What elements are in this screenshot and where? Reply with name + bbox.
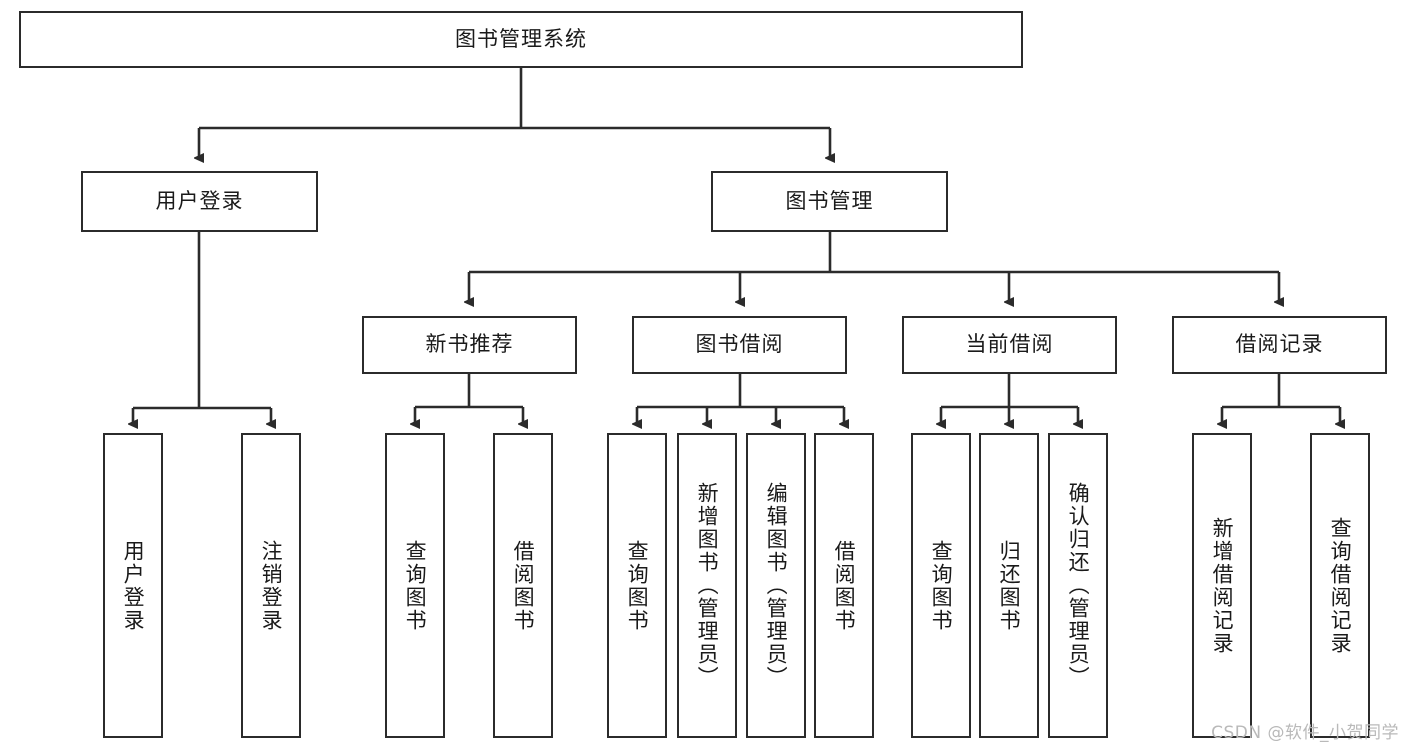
node-label: 新增图书（管理员） bbox=[695, 482, 720, 689]
node-label: 图书管理系统 bbox=[455, 26, 587, 51]
node-root-book-management-system[interactable]: 图书管理系统 bbox=[19, 11, 1023, 68]
node-label: 用户登录 bbox=[121, 539, 146, 632]
leaf-new-book-borrow[interactable]: 借阅图书 bbox=[493, 433, 553, 738]
node-label: 编辑图书（管理员） bbox=[764, 482, 789, 689]
csdn-watermark: CSDN @软件_小贺同学 bbox=[1211, 723, 1399, 743]
node-current-borrow[interactable]: 当前借阅 bbox=[902, 316, 1117, 374]
node-label: 新书推荐 bbox=[425, 332, 514, 357]
node-label: 当前借阅 bbox=[965, 332, 1054, 357]
node-label: 查询借阅记录 bbox=[1328, 516, 1353, 655]
leaf-borrow-record-query[interactable]: 查询借阅记录 bbox=[1310, 433, 1370, 738]
node-label: 借阅记录 bbox=[1235, 332, 1324, 357]
node-label: 确认归还（管理员） bbox=[1066, 482, 1091, 689]
leaf-book-borrow-edit[interactable]: 编辑图书（管理员） bbox=[746, 433, 806, 738]
node-new-book-recommend[interactable]: 新书推荐 bbox=[362, 316, 577, 374]
node-label: 图书管理 bbox=[785, 188, 874, 213]
leaf-user-login-logout[interactable]: 注销登录 bbox=[241, 433, 301, 738]
leaf-borrow-record-add[interactable]: 新增借阅记录 bbox=[1192, 433, 1252, 738]
leaf-book-borrow-query[interactable]: 查询图书 bbox=[607, 433, 667, 738]
node-book-management[interactable]: 图书管理 bbox=[711, 171, 948, 232]
node-label: 查询图书 bbox=[929, 539, 954, 632]
node-label: 借阅图书 bbox=[832, 539, 857, 632]
node-label: 注销登录 bbox=[259, 539, 284, 632]
node-user-login[interactable]: 用户登录 bbox=[81, 171, 318, 232]
leaf-current-borrow-query[interactable]: 查询图书 bbox=[911, 433, 971, 738]
node-label: 查询图书 bbox=[625, 539, 650, 632]
node-label: 图书借阅 bbox=[695, 332, 784, 357]
node-borrow-record[interactable]: 借阅记录 bbox=[1172, 316, 1387, 374]
node-label: 借阅图书 bbox=[511, 539, 536, 632]
node-label: 用户登录 bbox=[155, 188, 244, 213]
leaf-book-borrow-add[interactable]: 新增图书（管理员） bbox=[677, 433, 737, 738]
node-label: 查询图书 bbox=[403, 539, 428, 632]
node-book-borrow[interactable]: 图书借阅 bbox=[632, 316, 847, 374]
leaf-current-borrow-confirm-return[interactable]: 确认归还（管理员） bbox=[1048, 433, 1108, 738]
leaf-new-book-query[interactable]: 查询图书 bbox=[385, 433, 445, 738]
node-label: 归还图书 bbox=[997, 539, 1022, 632]
leaf-user-login-login[interactable]: 用户登录 bbox=[103, 433, 163, 738]
node-label: 新增借阅记录 bbox=[1210, 516, 1235, 655]
leaf-current-borrow-return[interactable]: 归还图书 bbox=[979, 433, 1039, 738]
leaf-book-borrow-borrow[interactable]: 借阅图书 bbox=[814, 433, 874, 738]
